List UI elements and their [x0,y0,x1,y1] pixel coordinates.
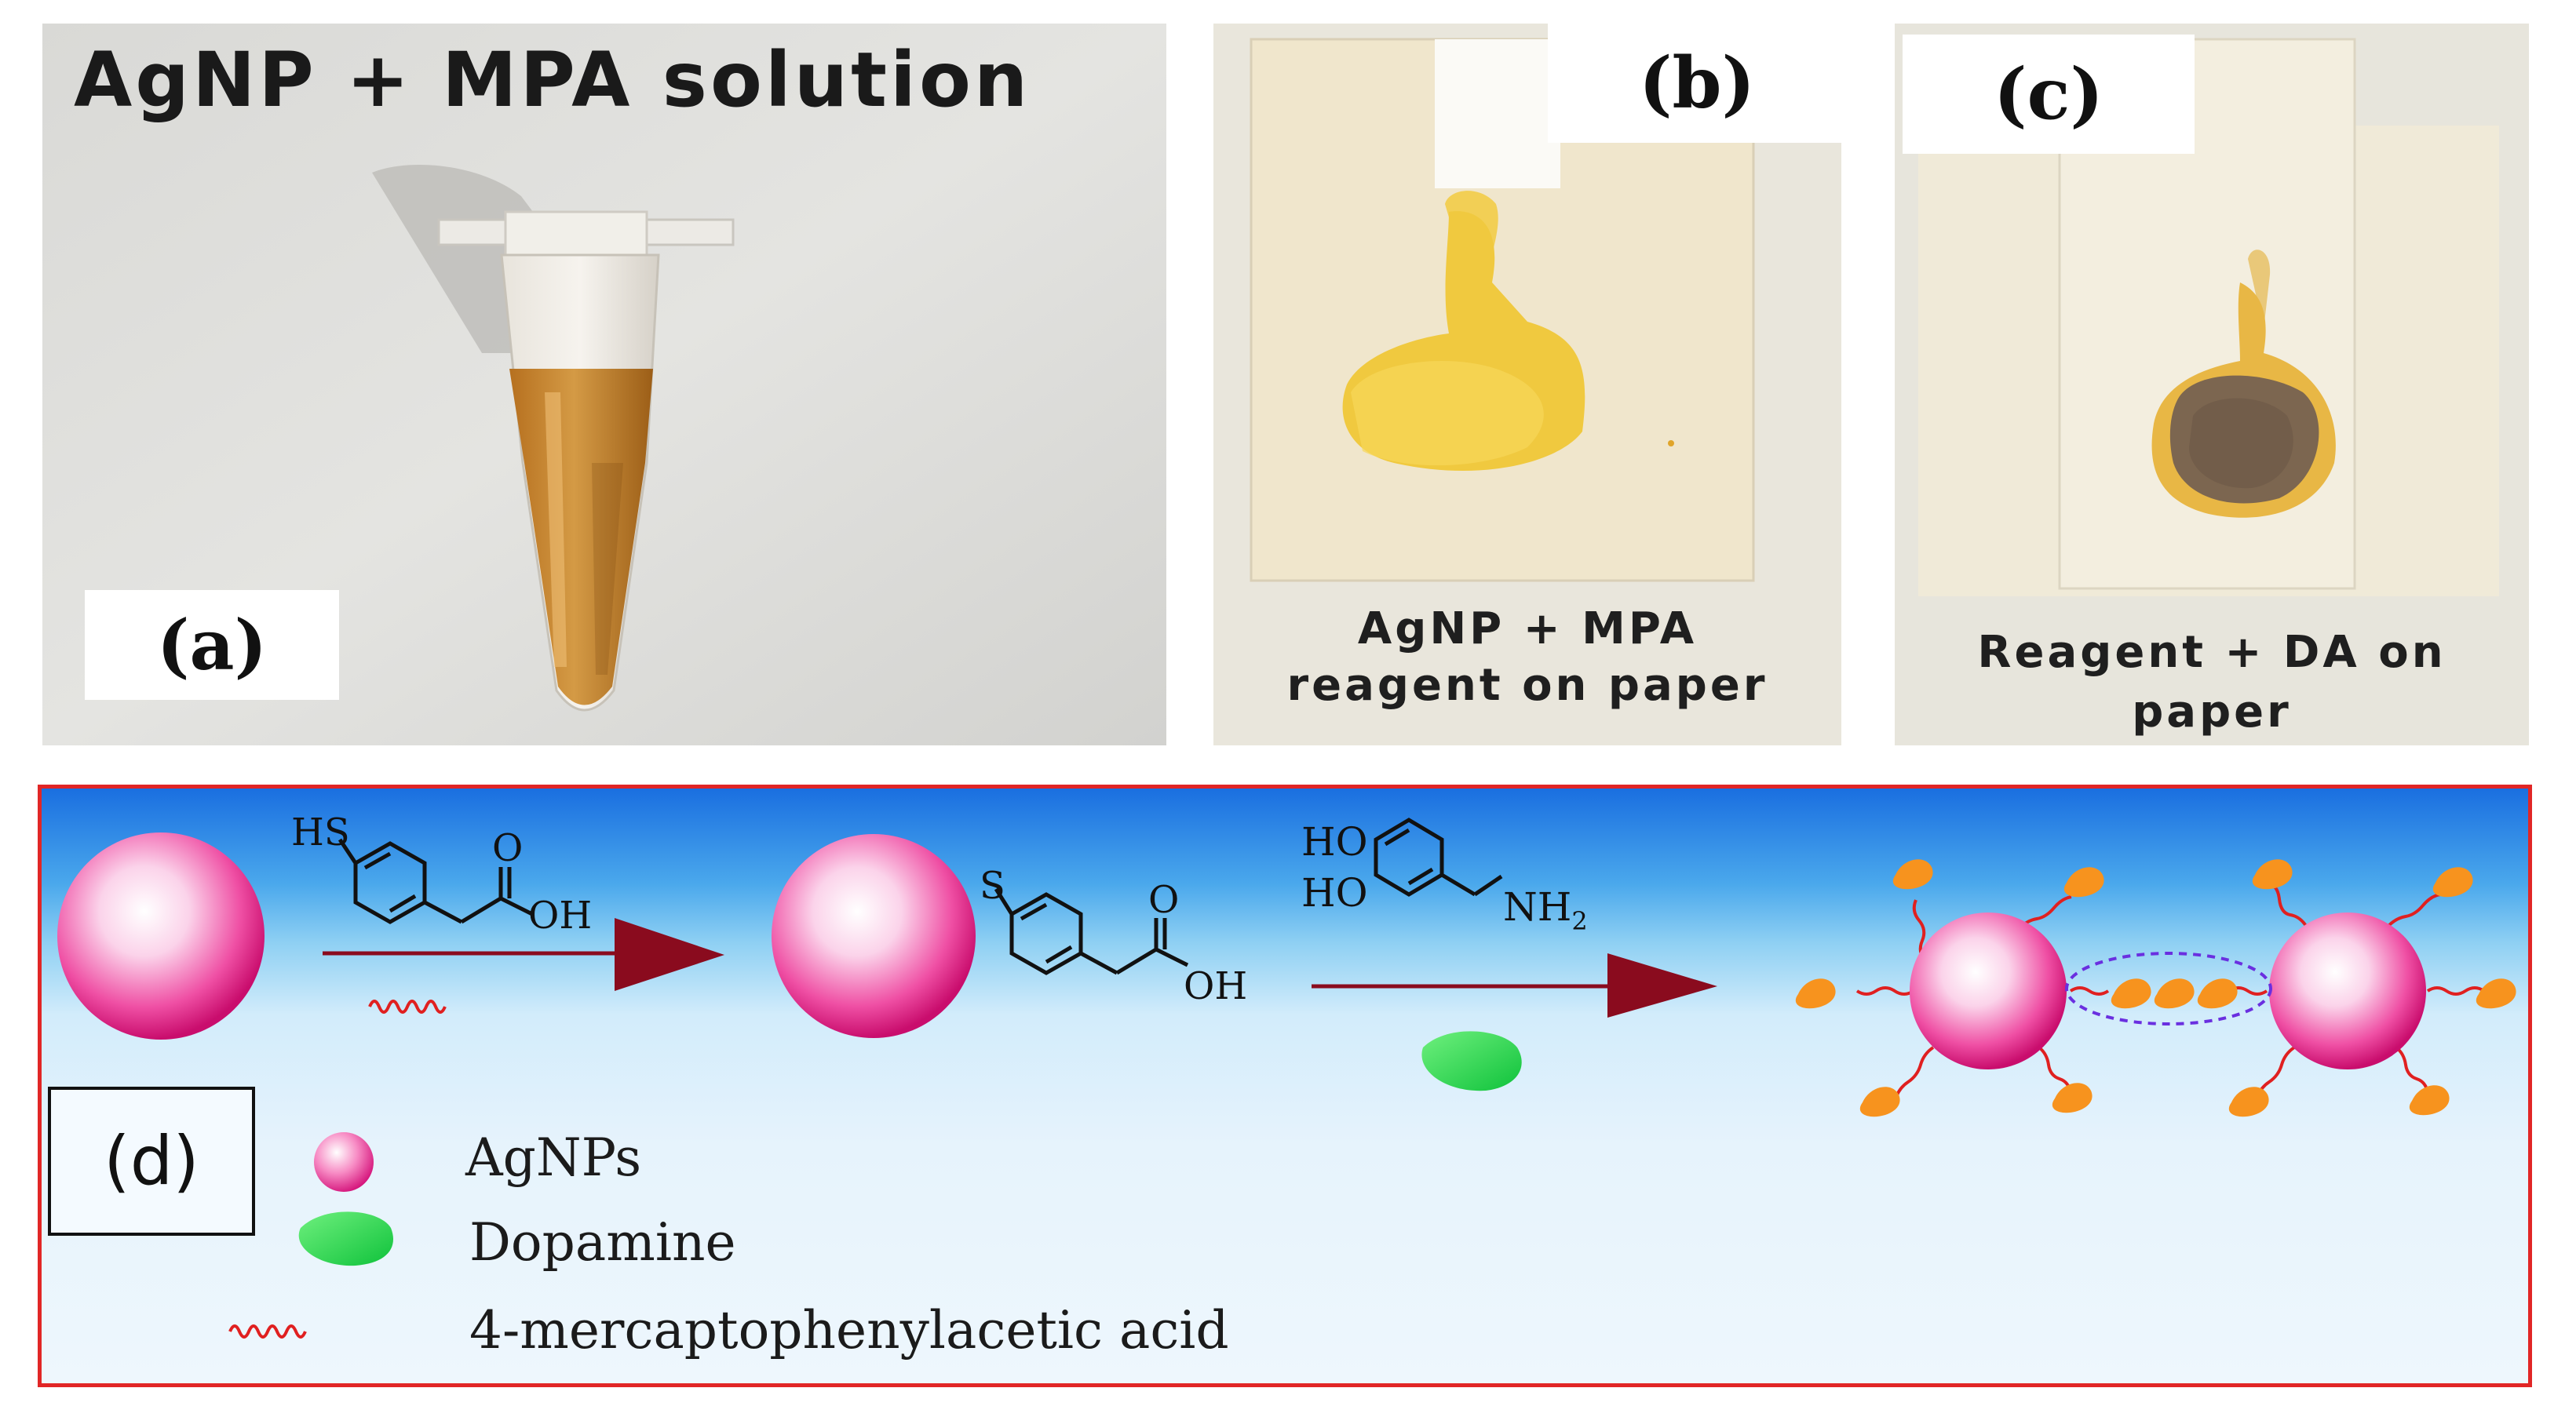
dopamine-amine: NH2 [1503,884,1588,936]
panel-c-caption-line1: Reagent + DA on [1977,627,2446,678]
dopamine-hydroxyl-bottom: HO [1301,870,1368,916]
legend-agnp-symbol [314,1132,374,1192]
dopamine-symbol-arrow [1421,1031,1522,1091]
aggregate-np-left [1910,913,2067,1069]
product-structure [994,887,1189,975]
aggregate-np-right [2269,913,2426,1069]
legend-dopamine-label: Dopamine [469,1212,736,1273]
arrow-step-2 [1312,953,1717,1018]
mpa-hydroxyl-label: OH [528,894,592,938]
nanoparticle-functionalized [772,834,976,1038]
reaction-scheme: HS O OH S O OH [57,811,2516,1339]
legend-mpa-symbol [228,1324,307,1339]
mpa-linker-symbol [368,1000,447,1014]
panel-c-caption: Reagent + DA on paper [1895,623,2529,742]
panel-b-label: (b) [1548,24,1841,143]
dopamine-hydroxyl-top: HO [1301,819,1368,865]
crosslink-highlight [2065,952,2272,1025]
paper-reaction-photo [1895,24,2529,745]
product-sulfur-label: S [980,864,1005,908]
mpa-thiol-label: HS [291,811,350,854]
panel-c-label: (c) [1903,35,2195,154]
panel-a-photo: AgNP + MPA solution (a) [42,24,1166,745]
panel-c-photo: (c) Reagent + DA on paper [1895,24,2529,745]
panel-b-caption-line1: AgNP + MPA [1357,603,1698,654]
mpa-carbonyl-label: O [492,826,523,870]
product-hydroxyl-label: OH [1184,964,1247,1008]
panel-a-title: AgNP + MPA solution [74,36,1031,124]
aggregated-nanoparticles [1795,859,2516,1117]
panel-d-label: (d) [48,1087,255,1236]
panel-c-caption-line2: paper [2132,687,2292,738]
panel-b-caption: AgNP + MPA reagent on paper [1213,601,1841,714]
legend-dopamine-symbol [298,1211,393,1266]
panel-b-photo: (b) AgNP + MPA reagent on paper [1213,24,1841,745]
panel-d-scheme: HS O OH S O OH [38,785,2532,1387]
mpa-structure [338,838,534,924]
product-carbonyl-label: O [1148,878,1179,922]
panel-b-caption-line2: reagent on paper [1286,660,1768,711]
dopamine-structure [1374,818,1503,897]
paper-reagent-photo [1213,24,1841,745]
nanoparticle-start [57,832,265,1040]
legend-agnp-label: AgNPs [465,1127,642,1188]
panel-a-label: (a) [85,590,339,700]
arrow-step-1 [323,918,724,991]
legend-mpa-label: 4-mercaptophenylacetic acid [469,1300,1229,1361]
